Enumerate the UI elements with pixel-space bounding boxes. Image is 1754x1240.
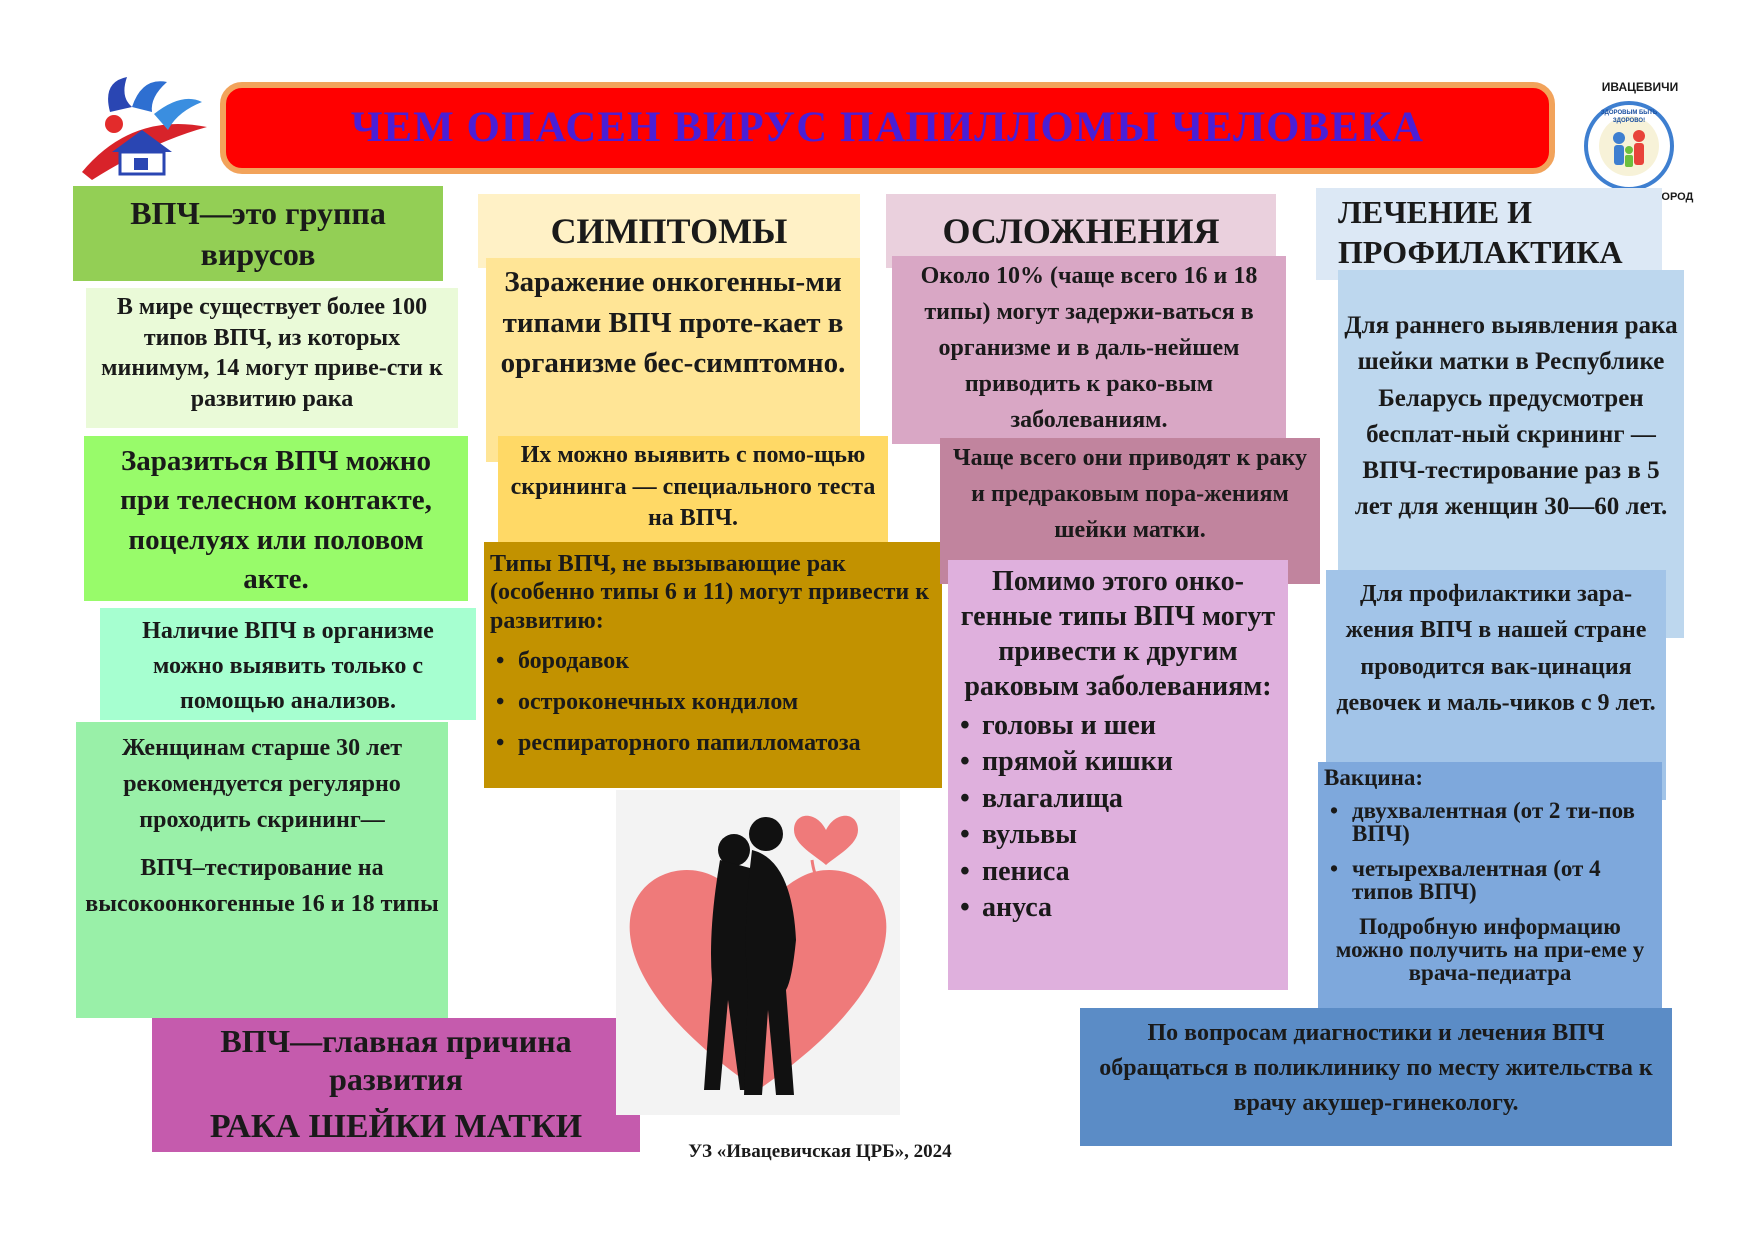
screening-test-text: Их можно выявить с помо-щью скрининга — … (510, 442, 876, 532)
detection-box: Наличие ВПЧ в организме можно выявить то… (100, 608, 476, 720)
list-item: четырехвалентная (от 4 типов ВПЧ) (1324, 857, 1656, 903)
list-item: респираторного папилломатоза (490, 723, 936, 764)
transmission-text: Заразиться ВПЧ можно при телесном контак… (120, 445, 432, 596)
contact-text: По вопросам диагностики и лечения ВПЧ об… (1099, 1020, 1653, 1116)
main-cause-highlight: РАКА ШЕЙКИ МАТКИ (209, 1107, 583, 1145)
vaccine-heading: Вакцина: (1324, 765, 1424, 790)
persistence-box: Около 10% (чаще всего 16 и 18 типы) могу… (892, 256, 1286, 444)
list-item: влагалища (954, 781, 1282, 818)
screening-program-text: Для раннего выявления рака шейки матки в… (1344, 312, 1678, 521)
women-screening-text-2: ВПЧ–тестирование на высокоонкогенные 16 … (85, 855, 439, 917)
complications-heading-box: ОСЛОЖНЕНИЯ (886, 194, 1276, 268)
screening-test-box: Их можно выявить с помо-щью скрининга — … (498, 436, 888, 546)
emblem: ЗДОРОВЫМ БЫТЬ ЗДОРОВО! (1583, 100, 1675, 192)
title-banner: ЧЕМ ОПАСЕН ВИРУС ПАПИЛЛОМЫ ЧЕЛОВЕКА (220, 82, 1555, 174)
vaccination-box: Для профилактики зара-жения ВПЧ в нашей … (1326, 570, 1666, 800)
list-item: головы и шеи (954, 708, 1282, 745)
treatment-heading: ЛЕЧЕНИЕ И ПРОФИЛАКТИКА (1338, 194, 1623, 270)
main-cause-line: ВПЧ—главная причина развития (220, 1023, 572, 1098)
non-cancer-list: бородавок остроконечных кондилом респира… (490, 641, 936, 763)
complications-heading: ОСЛОЖНЕНИЯ (942, 210, 1220, 251)
list-item: ануса (954, 890, 1282, 927)
main-cause-box: ВПЧ—главная причина развития РАКА ШЕЙКИ … (152, 1018, 640, 1152)
page-title: ЧЕМ ОПАСЕН ВИРУС ПАПИЛЛОМЫ ЧЕЛОВЕКА (350, 104, 1425, 152)
vpch-types-text: В мире существует более 100 типов ВПЧ, и… (101, 294, 443, 413)
list-item: прямой кишки (954, 744, 1282, 781)
women-screening-box: Женщинам старше 30 лет рекомендуется рег… (76, 722, 448, 1018)
logo (72, 72, 212, 187)
women-screening-text-1: Женщинам старше 30 лет рекомендуется рег… (121, 735, 403, 833)
contact-box: По вопросам диагностики и лечения ВПЧ об… (1080, 1008, 1672, 1146)
other-cancers-list: головы и шеи прямой кишки влагалища вуль… (954, 708, 1282, 927)
symptoms-heading-box: СИМПТОМЫ (478, 194, 860, 268)
couple-heart-icon (629, 815, 887, 1095)
symptoms-heading: СИМПТОМЫ (550, 210, 788, 251)
asymptomatic-box: Заражение онкогенны-ми типами ВПЧ проте-… (486, 258, 860, 462)
vpch-types-box: В мире существует более 100 типов ВПЧ, и… (86, 288, 458, 428)
couple-illustration (616, 790, 900, 1115)
list-item: вульвы (954, 817, 1282, 854)
vaccine-list: двухвалентная (от 2 ти-пов ВПЧ) четырехв… (1324, 799, 1656, 903)
detection-text: Наличие ВПЧ в организме можно выявить то… (142, 618, 434, 714)
vaccine-box: Вакцина: двухвалентная (от 2 ти-пов ВПЧ)… (1318, 762, 1662, 1010)
vaccine-info: Подробную информацию можно получить на п… (1335, 914, 1645, 985)
dove-house-icon (82, 77, 207, 180)
vpch-definition: ВПЧ—это группа вирусов (130, 194, 386, 272)
asymptomatic-text: Заражение онкогенны-ми типами ВПЧ проте-… (500, 266, 846, 380)
other-cancers-box: Помимо этого онко-генные типы ВПЧ могут … (948, 560, 1288, 990)
list-item: остроконечных кондилом (490, 682, 936, 723)
non-cancer-types-box: Типы ВПЧ, не вызывающие рак (особенно ти… (484, 542, 942, 788)
emblem-ring-text: ЗДОРОВЫМ БЫТЬ ЗДОРОВО! (1600, 110, 1658, 124)
footer-credit: УЗ «Ивацевичская ЦРБ», 2024 (688, 1141, 952, 1162)
non-cancer-intro: Типы ВПЧ, не вызывающие рак (особенно ти… (490, 551, 930, 634)
healthy-city-emblem-icon (1584, 101, 1674, 191)
other-cancers-intro: Помимо этого онко-генные типы ВПЧ могут … (960, 566, 1276, 702)
list-item: двухвалентная (от 2 ти-пов ВПЧ) (1324, 799, 1656, 845)
cervical-cancer-box: Чаще всего они приводят к раку и предрак… (940, 438, 1320, 584)
city-name: ИВАЦЕВИЧИ (1601, 80, 1679, 94)
cervical-cancer-text: Чаще всего они приводят к раку и предрак… (952, 445, 1308, 543)
transmission-box: Заразиться ВПЧ можно при телесном контак… (84, 436, 468, 601)
list-item: пениса (954, 854, 1282, 891)
vaccination-text: Для профилактики зара-жения ВПЧ в нашей … (1336, 581, 1656, 717)
list-item: бородавок (490, 641, 936, 682)
vpch-definition-box: ВПЧ—это группа вирусов (73, 186, 443, 281)
persistence-text: Около 10% (чаще всего 16 и 18 типы) могу… (920, 263, 1258, 433)
treatment-heading-box: ЛЕЧЕНИЕ И ПРОФИЛАКТИКА (1316, 188, 1662, 280)
